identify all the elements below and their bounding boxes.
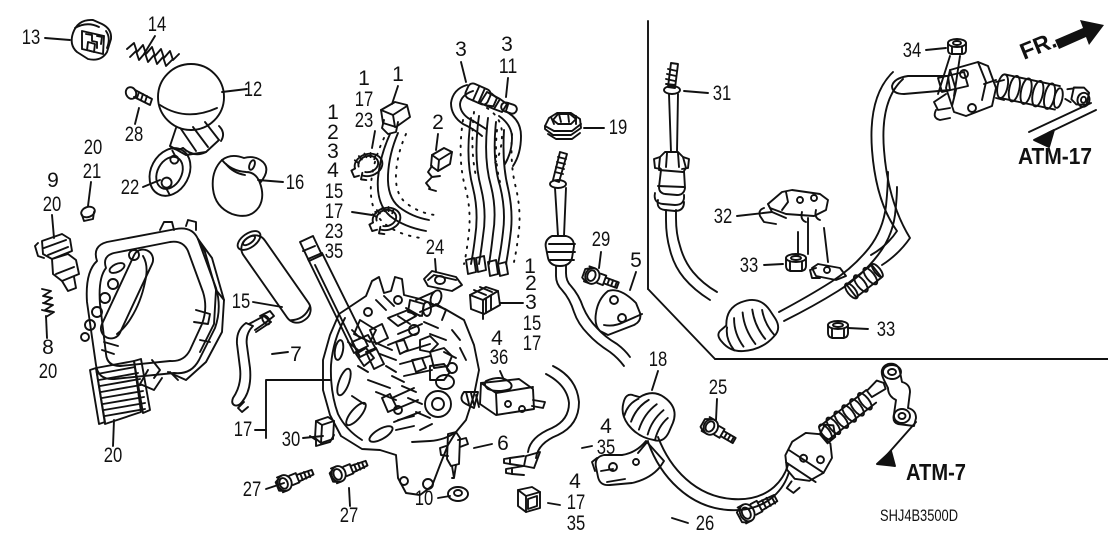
svg-text:3: 3 (501, 33, 513, 56)
svg-text:20: 20 (43, 193, 62, 216)
svg-text:35: 35 (325, 240, 344, 263)
svg-text:1: 1 (358, 67, 370, 90)
svg-text:8: 8 (42, 336, 54, 359)
svg-text:22: 22 (121, 176, 140, 199)
svg-text:19: 19 (609, 116, 628, 139)
svg-text:17: 17 (523, 332, 542, 355)
svg-text:4: 4 (569, 470, 581, 493)
svg-text:32: 32 (714, 205, 733, 228)
svg-text:31: 31 (713, 82, 732, 105)
svg-text:26: 26 (696, 512, 715, 535)
svg-text:13: 13 (22, 26, 41, 49)
svg-text:29: 29 (592, 228, 611, 251)
svg-text:15: 15 (325, 180, 344, 203)
svg-text:4: 4 (327, 159, 339, 182)
svg-text:15: 15 (232, 290, 251, 313)
svg-text:6: 6 (497, 432, 509, 455)
svg-text:3: 3 (327, 140, 339, 163)
svg-text:23: 23 (325, 220, 344, 243)
svg-text:27: 27 (340, 504, 359, 527)
svg-text:34: 34 (903, 39, 922, 62)
svg-text:17: 17 (567, 491, 586, 514)
svg-text:10: 10 (415, 487, 434, 510)
svg-text:15: 15 (523, 312, 542, 335)
svg-text:3: 3 (455, 38, 467, 61)
svg-text:25: 25 (709, 376, 728, 399)
svg-text:5: 5 (630, 249, 642, 272)
svg-text:20: 20 (39, 360, 58, 383)
svg-text:17: 17 (325, 200, 344, 223)
svg-text:35: 35 (567, 512, 586, 535)
svg-text:9: 9 (47, 169, 59, 192)
svg-text:4: 4 (600, 415, 612, 438)
svg-text:17: 17 (234, 418, 253, 441)
svg-text:ATM-17: ATM-17 (1018, 143, 1092, 169)
svg-text:4: 4 (491, 327, 503, 350)
svg-text:18: 18 (649, 348, 668, 371)
svg-text:33: 33 (740, 254, 759, 277)
svg-text:16: 16 (286, 171, 305, 194)
svg-text:ATM-7: ATM-7 (906, 459, 966, 485)
svg-text:28: 28 (125, 123, 144, 146)
svg-text:SHJ4B3500D: SHJ4B3500D (880, 506, 958, 525)
svg-text:33: 33 (877, 318, 896, 341)
svg-text:2: 2 (432, 111, 444, 134)
svg-text:2: 2 (327, 121, 339, 144)
svg-text:1: 1 (392, 63, 404, 86)
svg-text:7: 7 (290, 343, 302, 366)
svg-text:2: 2 (525, 272, 537, 295)
svg-text:20: 20 (104, 444, 123, 467)
svg-text:27: 27 (243, 478, 262, 501)
svg-text:30: 30 (282, 428, 301, 451)
svg-text:3: 3 (525, 291, 537, 314)
svg-text:21: 21 (83, 160, 102, 183)
svg-text:23: 23 (355, 109, 374, 132)
svg-text:1: 1 (327, 101, 339, 124)
svg-text:20: 20 (84, 136, 103, 159)
svg-text:1: 1 (524, 255, 536, 278)
svg-text:11: 11 (499, 55, 518, 78)
svg-text:17: 17 (355, 88, 374, 111)
svg-text:14: 14 (148, 13, 167, 36)
svg-text:35: 35 (597, 436, 616, 459)
svg-text:36: 36 (490, 346, 509, 369)
svg-text:12: 12 (244, 78, 263, 101)
svg-text:24: 24 (426, 236, 445, 259)
